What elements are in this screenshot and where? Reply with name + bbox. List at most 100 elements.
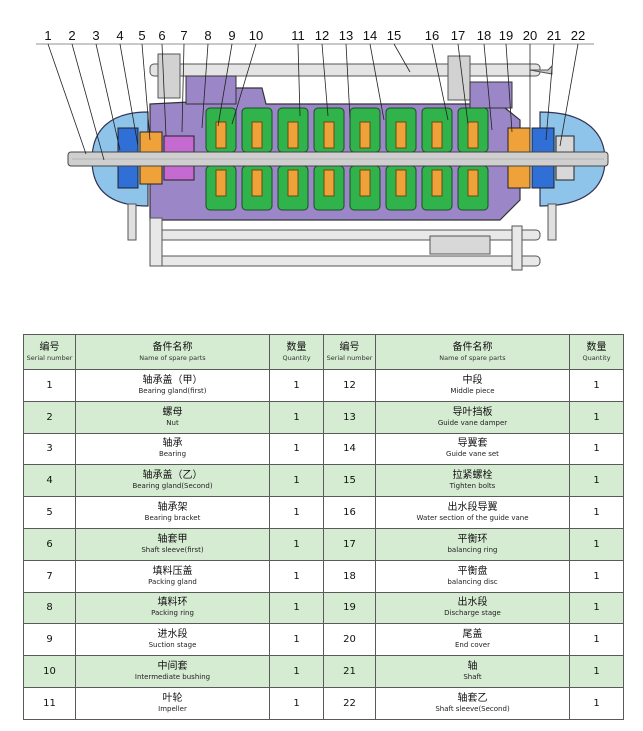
quantity-cell: 1 <box>269 527 324 561</box>
callout-number: 1 <box>44 28 51 43</box>
serial-number-cell: 10 <box>23 655 76 688</box>
guide-vane <box>215 121 227 149</box>
serial-number-cell: 15 <box>323 464 376 498</box>
callout-leader-line <box>71 43 105 161</box>
quantity-cell: 1 <box>269 559 324 593</box>
callout-leader-line <box>431 43 449 121</box>
guide-vane <box>467 121 479 149</box>
serial-number-cell: 9 <box>23 623 76 657</box>
callout-leader-line <box>141 43 151 141</box>
quantity-cell: 1 <box>569 527 624 561</box>
guide-vane <box>431 169 443 197</box>
callout-leader-line <box>483 43 493 131</box>
guide-vane <box>287 121 299 149</box>
part-name-en: balancing ring <box>447 545 498 554</box>
callout-leader-line <box>47 43 87 155</box>
serial-number-cell: 17 <box>323 527 376 561</box>
part-name-en: Bearing <box>158 450 187 459</box>
part-name-en: Bearing gland(Second) <box>132 482 213 491</box>
part-name-cn: 出水段导翼 <box>447 502 498 514</box>
serial-number-cell: 6 <box>23 527 76 561</box>
callout-number: 4 <box>116 28 123 43</box>
quantity-cell: 1 <box>269 464 324 498</box>
part-name-en: Packing gland <box>148 577 197 586</box>
part-name-cn: 平衡盘 <box>457 565 488 577</box>
part-name-en: Middle piece <box>450 386 495 395</box>
part-name-en: Intermediate bushing <box>134 673 211 682</box>
part-name-cn: 中段 <box>462 374 483 386</box>
part-name-cn: 螺母 <box>162 406 183 418</box>
part-name-cn: 轴承盖（乙） <box>142 470 203 482</box>
serial-number-cell: 20 <box>323 623 376 657</box>
part-name-cn: 轴套甲 <box>157 533 188 545</box>
callout-number: 21 <box>547 28 561 43</box>
quantity-cell: 1 <box>269 369 324 402</box>
part-name-en: Guide vane damper <box>437 418 508 427</box>
callout-leader-line <box>297 43 301 117</box>
part-name-cn: 中间套 <box>157 661 188 673</box>
guide-vane <box>215 169 227 197</box>
part-name-cn: 进水段 <box>157 629 188 641</box>
quantity-cell: 1 <box>269 655 324 688</box>
callout-number: 12 <box>315 28 329 43</box>
callout-number: 5 <box>138 28 145 43</box>
part-name-cell: 轴承盖（甲）Bearing gland(first) <box>75 369 270 402</box>
part-name-cn: 尾盖 <box>462 629 483 641</box>
callout-leader-line <box>181 43 185 133</box>
guide-vane <box>467 169 479 197</box>
part-name-cn: 轴 <box>467 661 478 673</box>
quantity-cell: 1 <box>569 464 624 498</box>
callout-number: 3 <box>92 28 99 43</box>
callout-leader-line <box>545 43 555 141</box>
quantity-cell: 1 <box>269 496 324 529</box>
quantity-cell: 1 <box>569 400 624 434</box>
callout-leader-line <box>369 43 385 121</box>
serial-number-cell: 7 <box>23 559 76 593</box>
part-name-cn: 轴承 <box>162 438 183 450</box>
quantity-cell: 1 <box>569 432 624 466</box>
guide-vane <box>251 121 263 149</box>
part-name-en: Guide vane set <box>446 450 499 459</box>
serial-number-cell: 3 <box>23 432 76 466</box>
serial-number-cell: 11 <box>23 686 76 720</box>
part-name-en: Suction stage <box>148 641 197 650</box>
callout-leader-line <box>161 43 167 137</box>
part-name-en: Impeller <box>158 704 187 713</box>
part-name-en: End cover <box>455 641 490 650</box>
guide-vane <box>323 121 335 149</box>
serial-number-cell: 19 <box>323 591 376 625</box>
part-name-en: Water section of the guide vane <box>416 514 529 523</box>
callout-number: 6 <box>158 28 165 43</box>
callout-number: 2 <box>68 28 75 43</box>
callout-leader-line <box>559 43 579 147</box>
callout-leader-line <box>201 43 209 129</box>
serial-number-cell: 12 <box>323 369 376 402</box>
serial-number-cell: 8 <box>23 591 76 625</box>
part-name-cn: 轴承架 <box>157 502 188 514</box>
callout-number: 8 <box>204 28 211 43</box>
